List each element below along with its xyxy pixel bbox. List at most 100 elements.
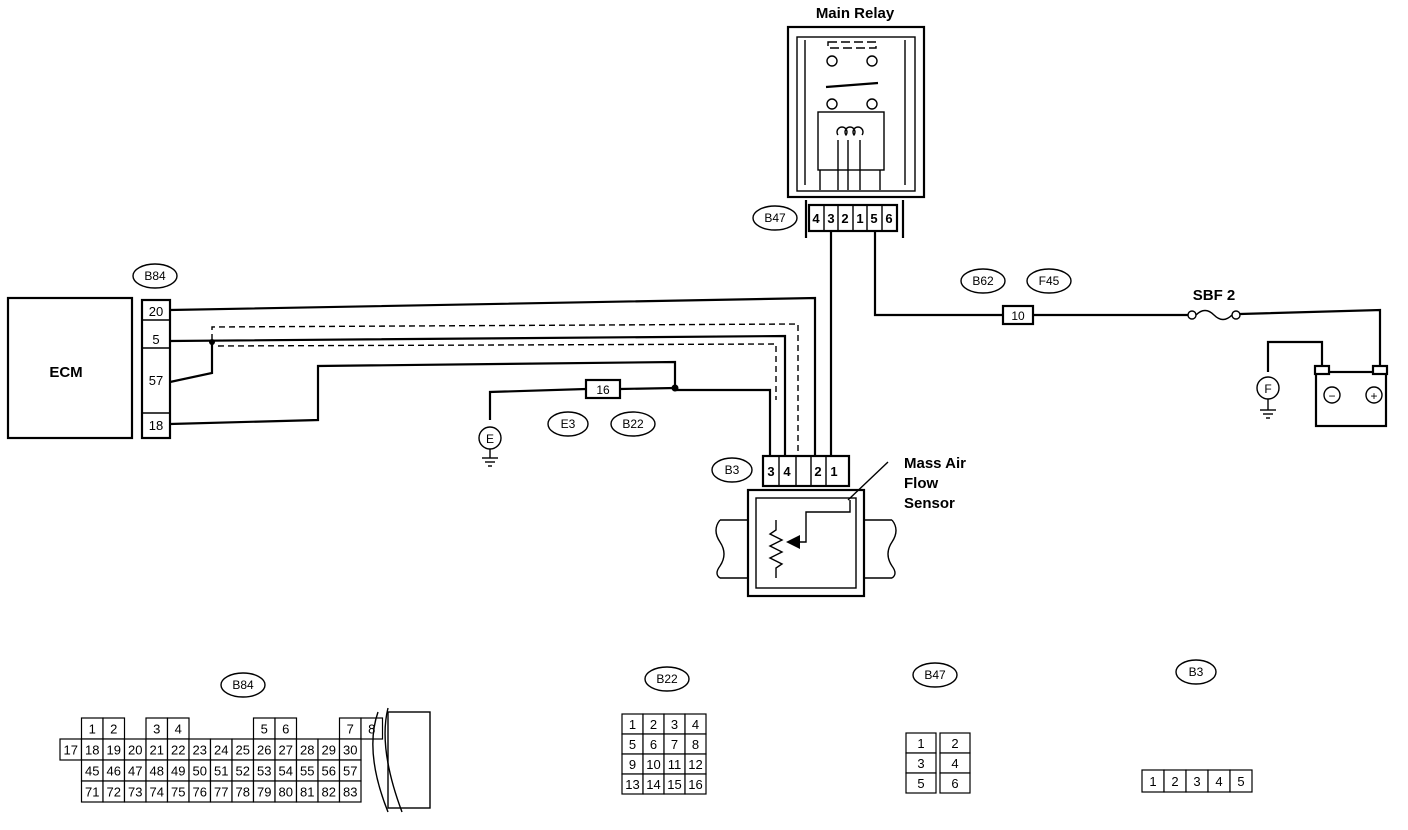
fuse-sbf2 xyxy=(1187,309,1241,321)
b22-view-pin-label: 13 xyxy=(625,777,639,792)
b62-f45-connector xyxy=(1001,304,1035,326)
b84-view-pin-label: 21 xyxy=(150,743,164,758)
b47-connector-tag xyxy=(752,205,798,231)
b47-view-cell xyxy=(905,772,937,794)
b84-pin: 5 xyxy=(152,332,159,347)
b22-view-pin-label: 16 xyxy=(688,777,702,792)
b84-view-pin-label: 25 xyxy=(236,743,250,758)
battery-pos: + xyxy=(1370,389,1377,403)
b84-view-pin-label: 53 xyxy=(257,764,271,779)
b84-view-pin-label: 77 xyxy=(214,785,228,800)
b22-tag-label: B22 xyxy=(622,417,644,431)
b84-view-pin-label: 79 xyxy=(257,785,271,800)
b22-view-pin-label: 3 xyxy=(671,717,678,732)
b84-view-pin-label: 5 xyxy=(261,722,268,737)
b84-view-pin-label: 22 xyxy=(171,743,185,758)
b84-view-pin-label: 1 xyxy=(89,722,96,737)
b84-connector-tag xyxy=(132,263,178,289)
b84-view-pin-label: 20 xyxy=(128,743,142,758)
b22-view-pin-label: 4 xyxy=(692,717,699,732)
b22-view-pin-label: 14 xyxy=(646,777,660,792)
b3-pin: 3 xyxy=(767,464,774,479)
b84-view-pin-label: 73 xyxy=(128,785,142,800)
b84-view-pin-label: 54 xyxy=(279,764,293,779)
b84-view-pin-label: 30 xyxy=(343,743,357,758)
b3-view-pin-label: 5 xyxy=(1237,774,1244,789)
b84-view-pin-label: 24 xyxy=(214,743,228,758)
b84-view-pin-label: 18 xyxy=(85,743,99,758)
b84-view-pin-label: 6 xyxy=(282,722,289,737)
b22-view-pin-label: 8 xyxy=(692,737,699,752)
b3-tag-label: B3 xyxy=(725,463,740,477)
b47-tag-label: B47 xyxy=(764,211,786,225)
b84-view-pin-label: 3 xyxy=(153,722,160,737)
f45-connector-tag xyxy=(1026,268,1072,294)
b3-pin: 4 xyxy=(783,464,791,479)
b84-view-pin-label: 52 xyxy=(236,764,250,779)
b22-view-pin-label: 5 xyxy=(629,737,636,752)
b3-view-pin-label: 3 xyxy=(1193,774,1200,789)
b84-view-pin-label: 81 xyxy=(300,785,314,800)
b3-view-pin-label: 2 xyxy=(1171,774,1178,789)
b22-view-pin-label: 9 xyxy=(629,757,636,772)
b84-view-housing xyxy=(387,711,431,809)
b47-view-pin-label: 1 xyxy=(917,736,924,751)
b22-view-pin-label: 7 xyxy=(671,737,678,752)
b84-view-pin-label: 55 xyxy=(300,764,314,779)
b84-connector: 20 5 57 18 xyxy=(140,298,172,440)
b62-connector-tag xyxy=(960,268,1006,294)
b47-view-pin-label: 5 xyxy=(917,776,924,791)
b22-view-title: B22 xyxy=(656,672,678,686)
f45-tag-label: F45 xyxy=(1039,274,1060,288)
b84-view-pin-label: 17 xyxy=(64,743,78,758)
b84-view-pin-label: 56 xyxy=(322,764,336,779)
b84-view-pin-label: 4 xyxy=(175,722,182,737)
b84-view-pin-label: 26 xyxy=(257,743,271,758)
maf-sensor xyxy=(715,488,897,598)
b84-view-pin-label: 47 xyxy=(128,764,142,779)
b84-view-pin-label: 27 xyxy=(279,743,293,758)
ground-f-label: F xyxy=(1264,382,1271,396)
b3-view-pin-label: 4 xyxy=(1215,774,1222,789)
b47-pin: 4 xyxy=(812,211,820,226)
battery-neg: − xyxy=(1328,389,1335,403)
b47-view-pin-label: 4 xyxy=(951,756,958,771)
b84-view-pin-label: 48 xyxy=(150,764,164,779)
b84-pin: 20 xyxy=(149,304,163,319)
b3-view-title: B3 xyxy=(1189,665,1204,679)
b84-view-pin-label: 50 xyxy=(193,764,207,779)
b84-view-pin-label: 51 xyxy=(214,764,228,779)
b84-view-pin-label: 75 xyxy=(171,785,185,800)
b22-view-pin-label: 1 xyxy=(629,717,636,732)
b84-view-pin-label: 72 xyxy=(107,785,121,800)
b84-view-pin-label: 7 xyxy=(347,722,354,737)
b84-view-pin-label: 76 xyxy=(193,785,207,800)
b22-view-tag xyxy=(644,666,690,692)
maf-label-line3: Sensor xyxy=(904,495,955,512)
b84-pin: 57 xyxy=(149,373,163,388)
b3-connector-tag xyxy=(711,457,753,483)
b3-pin: 2 xyxy=(814,464,821,479)
b47-pin: 1 xyxy=(856,211,863,226)
b47-view-cell xyxy=(939,772,971,794)
ground-e-label: E xyxy=(486,432,494,446)
b47-view-pin-label: 2 xyxy=(951,736,958,751)
b47-pin: 5 xyxy=(870,211,877,226)
b47-connector: 4 3 2 1 5 6 xyxy=(807,203,899,233)
b47-pin: 3 xyxy=(827,211,834,226)
b22-view-pin-label: 12 xyxy=(688,757,702,772)
e3-tag-label: E3 xyxy=(561,417,576,431)
b84-view-pin-label: 46 xyxy=(107,764,121,779)
b84-view-cell xyxy=(338,780,362,803)
b3-connector: 3 4 2 1 xyxy=(761,454,851,488)
b84-view-pin-label: 49 xyxy=(171,764,185,779)
b47-view-title: B47 xyxy=(924,668,946,682)
main-relay-label: Main Relay xyxy=(816,5,895,22)
fuse-label: SBF 2 xyxy=(1193,287,1236,304)
b84-view-tag xyxy=(220,672,266,698)
b84-view-pin-label: 19 xyxy=(107,743,121,758)
b22-view-pin-label: 15 xyxy=(667,777,681,792)
b47-view-pin-label: 6 xyxy=(951,776,958,791)
